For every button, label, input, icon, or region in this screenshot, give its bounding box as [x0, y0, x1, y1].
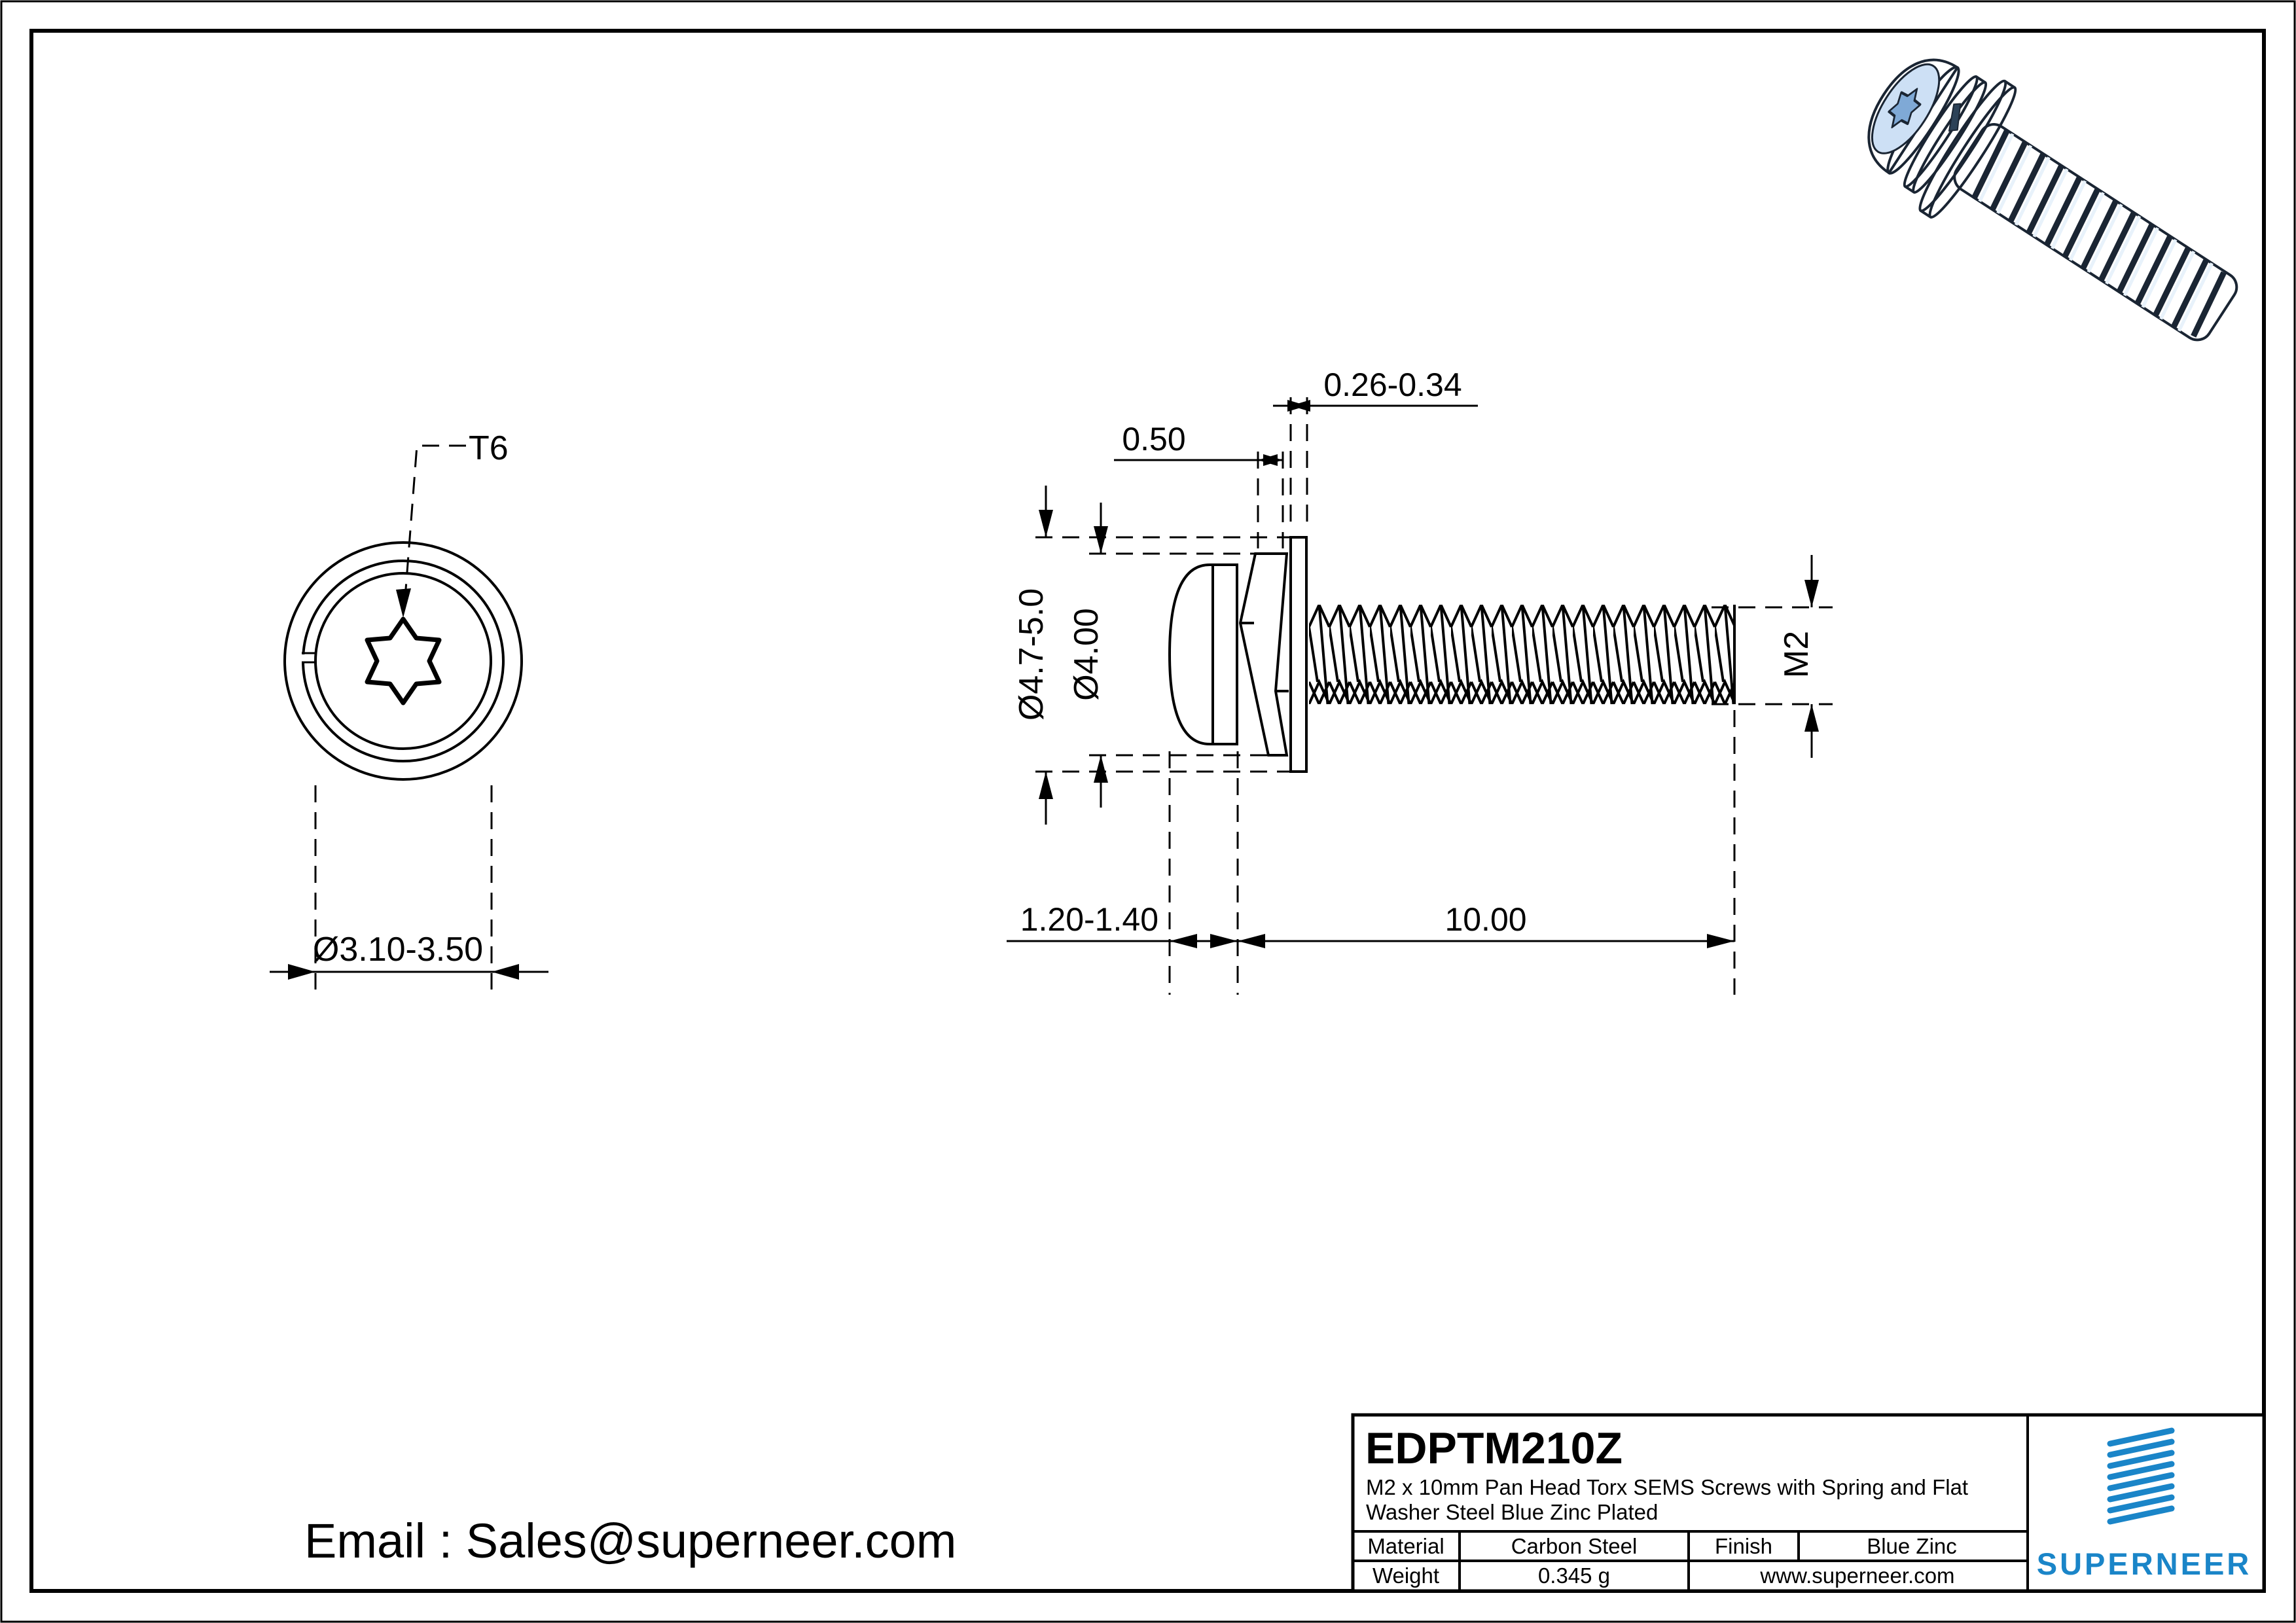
- pan-head-profile: [1168, 563, 1238, 745]
- finish-label: Finish: [1715, 1534, 1772, 1558]
- thread-size-label: M2: [1778, 631, 1816, 678]
- contact-email: Email : Sales@superneer.com: [304, 1514, 956, 1568]
- weight-value: 0.345 g: [1538, 1563, 1610, 1588]
- dim-arrow: [1039, 510, 1053, 537]
- weight-label: Weight: [1372, 1563, 1439, 1588]
- dim-arrow: [1039, 772, 1053, 799]
- torx-size-label: T6: [469, 429, 509, 467]
- brand-logo-icon: [2107, 1427, 2175, 1525]
- torx-recess-icon: [365, 616, 442, 705]
- material-label: Material: [1367, 1534, 1444, 1558]
- dim-arrow: [1238, 934, 1265, 948]
- thread-length-label: 10.00: [1444, 901, 1526, 938]
- head-3d: [1867, 58, 1960, 175]
- website-link[interactable]: www.superneer.com: [1759, 1563, 1954, 1588]
- finish-value: Blue Zinc: [1867, 1534, 1957, 1558]
- dim-arrow: [492, 964, 519, 980]
- top-view: T6 Ø3.10-3.50: [270, 429, 548, 990]
- dim-arrow: [1210, 934, 1238, 948]
- t6-leader-arrow: [396, 588, 411, 618]
- spring-washer-od-label: Ø4.00: [1067, 608, 1105, 701]
- description-line2: Washer Steel Blue Zinc Plated: [1366, 1500, 1658, 1524]
- dim-arrow: [1707, 934, 1734, 948]
- threads-3d: [1971, 129, 2227, 338]
- t6-leader-line: [404, 444, 466, 590]
- spring-thickness-label: 0.50: [1122, 421, 1185, 457]
- screw-3d-render: [1867, 58, 2238, 342]
- drawing-frame: [29, 29, 2266, 1593]
- dim-arrow: [1170, 934, 1197, 948]
- title-block: EDPTM210Z M2 x 10mm Pan Head Torx SEMS S…: [1351, 1413, 2266, 1593]
- head-diameter-label: Ø3.10-3.50: [313, 931, 483, 969]
- brand-name: SUPERNEER: [2037, 1546, 2252, 1581]
- head-height-label: 1.20-1.40: [1020, 901, 1158, 938]
- material-value: Carbon Steel: [1511, 1534, 1638, 1558]
- head-circle: [314, 572, 492, 750]
- description-line1: M2 x 10mm Pan Head Torx SEMS Screws with…: [1366, 1475, 1968, 1499]
- dim-arrow: [1263, 454, 1283, 466]
- dim-arrow: [288, 964, 315, 980]
- spring-washer-3d: [1903, 75, 1988, 194]
- thread-shaft: [1309, 605, 1734, 704]
- torx-3d-icon: [1888, 88, 1922, 129]
- dim-arrow: [1804, 704, 1819, 732]
- flat-washer-od-label: Ø4.7-5.0: [1013, 588, 1050, 721]
- part-number: EDPTM210Z: [1365, 1423, 1623, 1473]
- dim-arrow: [1094, 526, 1108, 554]
- flat-thickness-label: 0.26-0.34: [1323, 366, 1462, 403]
- side-view: Ø4.7-5.0 Ø4.00 0.50 0.26-0.34 1.20-1.40 …: [1007, 366, 1833, 995]
- flat-washer-circle: [283, 541, 523, 781]
- dim-arrow: [1094, 755, 1108, 783]
- dim-arrow: [1804, 580, 1819, 607]
- dim-arrow: [1287, 400, 1307, 412]
- flat-washer-profile: [1289, 536, 1308, 773]
- flat-washer-3d: [1918, 79, 2017, 219]
- spring-washer-split-gap: [297, 654, 309, 662]
